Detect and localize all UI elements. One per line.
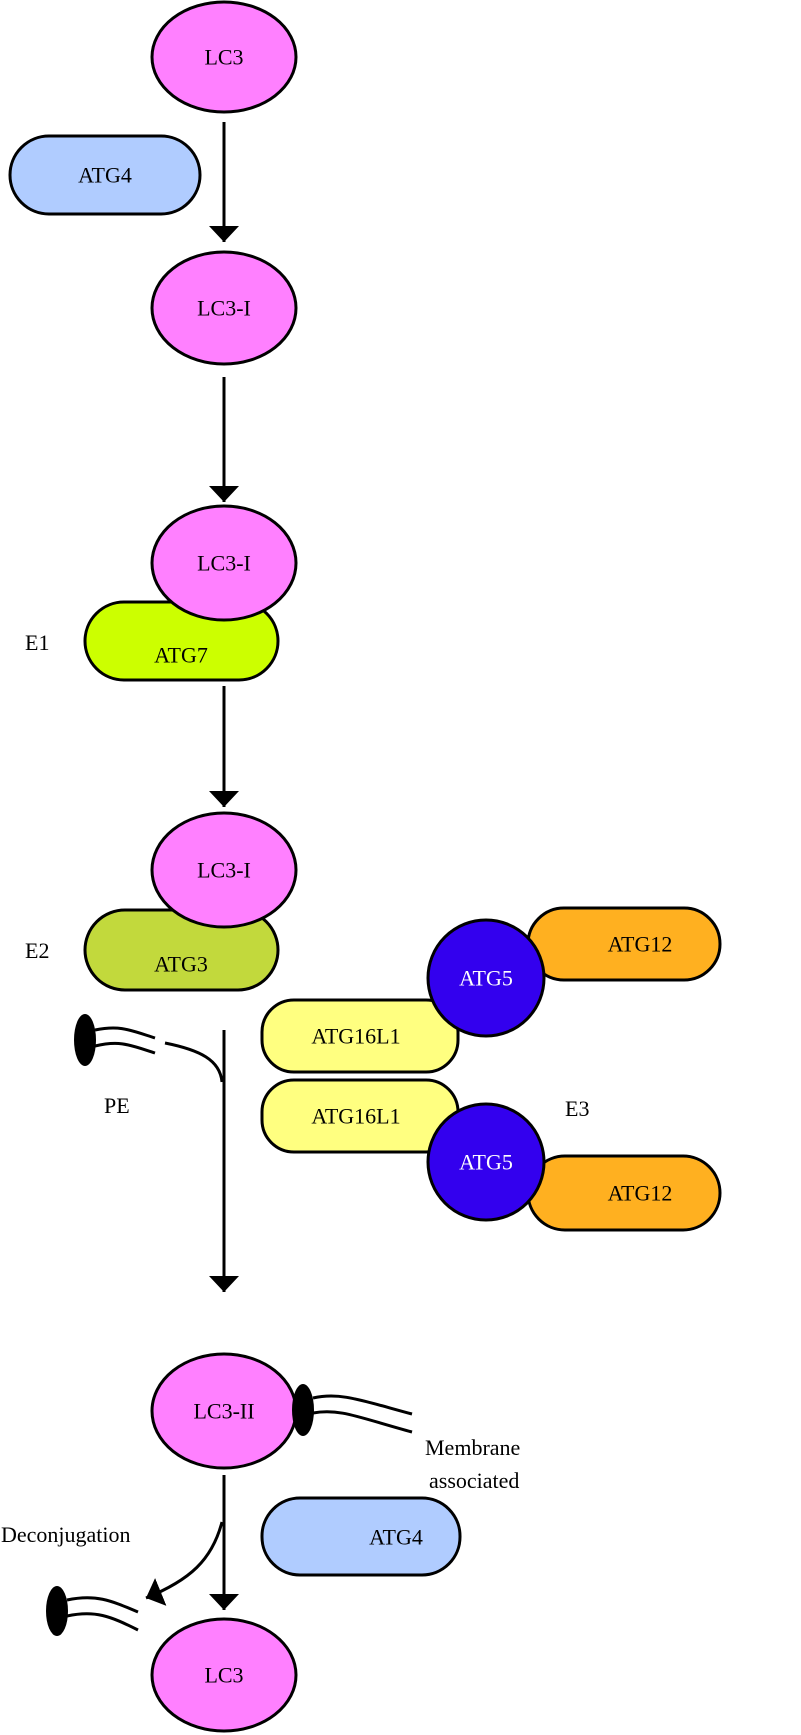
- atg12-bottom-label: ATG12: [608, 1181, 673, 1206]
- atg4-top-label: ATG4: [78, 163, 132, 188]
- label-membrane-line1: Membrane: [425, 1435, 520, 1460]
- lc3-top-node: [150, 0, 298, 114]
- lc3i-on-atg3-node: [150, 811, 298, 929]
- atg3-label: ATG3: [154, 952, 208, 977]
- atg16l1-top-label: ATG16L1: [311, 1024, 400, 1049]
- atg5-top-node: [426, 918, 546, 1038]
- lc3ii-label: LC3-II: [193, 1399, 254, 1424]
- released-lipid-icon: [46, 1586, 139, 1636]
- label-deconjugation: Deconjugation: [1, 1522, 131, 1547]
- membrane-lipid-icon: [292, 1384, 413, 1436]
- lc3-bottom-node: [150, 1617, 298, 1733]
- atg16l1-bottom-label: ATG16L1: [311, 1104, 400, 1129]
- lc3-bottom-label: LC3: [204, 1663, 243, 1688]
- atg4-bottom-label: ATG4: [369, 1525, 423, 1550]
- lc3i-node: [150, 250, 298, 366]
- lc3-top-label: LC3: [204, 45, 243, 70]
- atg5-bottom-label: ATG5: [459, 1150, 513, 1175]
- atg5-bottom-node: [426, 1102, 546, 1222]
- pe-lipid-icon: [74, 1014, 224, 1083]
- label-e1: E1: [25, 630, 49, 655]
- atg5-top-label: ATG5: [459, 966, 513, 991]
- atg12-top-label: ATG12: [608, 932, 673, 957]
- atg16l1-top-node: [260, 998, 460, 1074]
- atg4-top-node: [8, 134, 202, 216]
- label-e3: E3: [565, 1096, 589, 1121]
- lc3i-on-atg7-node: [150, 504, 298, 622]
- lc3i-label: LC3-I: [197, 296, 251, 321]
- label-e2: E2: [25, 938, 49, 963]
- deconjugation-arrow: [145, 1521, 224, 1606]
- e3-complex: ATG12 ATG12 ATG16L1 ATG16L1 ATG5 ATG5 E3: [260, 906, 722, 1232]
- label-pe: PE: [104, 1093, 130, 1118]
- label-membrane-line2: associated: [429, 1468, 519, 1493]
- atg4-bottom-node: [260, 1496, 462, 1577]
- lc3i-on-atg3-label: LC3-I: [197, 858, 251, 883]
- lc3i-on-atg7-label: LC3-I: [197, 551, 251, 576]
- atg7-label: ATG7: [154, 643, 208, 668]
